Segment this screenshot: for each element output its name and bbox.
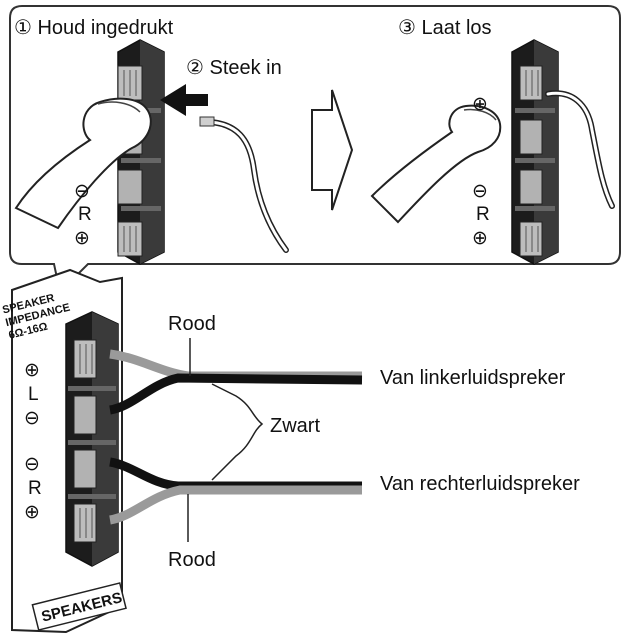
panel-l-mark: L	[28, 384, 39, 405]
lever-right-1	[519, 65, 543, 101]
right-minus-mark: ⊖	[472, 181, 488, 202]
lever-bottom-2	[73, 395, 97, 435]
insert-arrow-icon	[160, 84, 208, 116]
left-plus-mark: ⊕	[74, 228, 90, 249]
step1-label: ① Houd ingedrukt	[14, 17, 174, 39]
panel-l-minus-mark: ⊖	[24, 408, 40, 429]
panel-r-plus-mark: ⊕	[24, 502, 40, 523]
terminal-block-bottom	[65, 311, 119, 567]
right-speaker-label: Van rechterluidspreker	[380, 473, 580, 495]
black-leader	[211, 383, 264, 481]
red-bottom-label: Rood	[168, 549, 216, 571]
lever-bottom-4	[73, 503, 97, 543]
finger-right	[370, 104, 502, 224]
left-minus-mark: ⊖	[74, 181, 90, 202]
right-plus-mark: ⊕	[472, 228, 488, 249]
terminal-block-right	[511, 39, 559, 265]
right-plus-top-mark: ⊕	[472, 94, 488, 115]
left-speaker-label: Van linkerluidspreker	[380, 367, 566, 389]
lever-right-4	[519, 221, 543, 257]
next-step-arrow-icon	[311, 89, 354, 211]
panel-r-mark: R	[28, 478, 42, 499]
left-r-mark: R	[78, 204, 92, 225]
panel-r-minus-mark: ⊖	[24, 454, 40, 475]
left-black-wire	[108, 373, 363, 415]
lever-bottom-3	[73, 449, 97, 489]
lever-right-2	[519, 119, 543, 155]
right-red-wire	[109, 485, 362, 525]
black-label: Zwart	[270, 415, 320, 437]
panel-l-plus-mark: ⊕	[24, 360, 40, 381]
right-r-mark: R	[476, 204, 490, 225]
lever-right-3	[519, 169, 543, 205]
red-top-label: Rood	[168, 313, 216, 335]
right-black-wire	[109, 457, 362, 491]
finger-left	[14, 97, 152, 230]
step3-label: ③ Laat los	[398, 17, 492, 39]
left-red-wire	[109, 349, 362, 381]
lever-left-3	[117, 169, 143, 205]
lever-bottom-1	[73, 339, 97, 379]
step2-label: ② Steek in	[186, 57, 282, 79]
